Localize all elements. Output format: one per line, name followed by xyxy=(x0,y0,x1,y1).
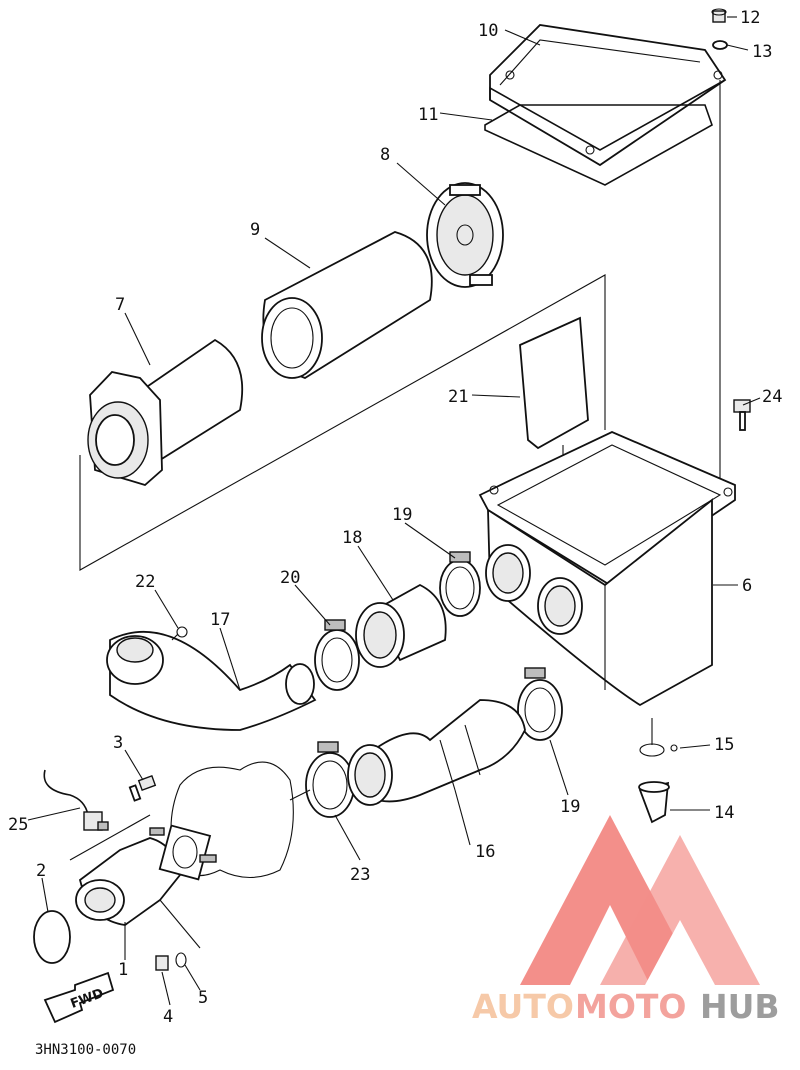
label-2: 2 xyxy=(36,861,46,881)
label-3: 3 xyxy=(113,733,123,753)
label-6: 6 xyxy=(742,576,752,596)
joint-nut xyxy=(155,955,169,971)
label-4: 4 xyxy=(163,1007,173,1027)
label-12: 12 xyxy=(740,8,760,28)
label-21: 21 xyxy=(448,387,468,407)
airbox-bolt xyxy=(733,399,751,431)
part-labels: 10 11 12 13 8 9 7 21 24 6 19 18 20 22 17… xyxy=(8,8,782,1027)
watermark-text: AUTO MOTO HUB xyxy=(472,987,780,1026)
label-15: 15 xyxy=(714,735,734,755)
label-18: 18 xyxy=(342,528,362,548)
intake-hose-lower xyxy=(347,699,526,806)
label-13: 13 xyxy=(752,42,772,62)
diagram-code: 3HN3100-0070 xyxy=(35,1042,136,1058)
watermark-moto: MOTO xyxy=(575,987,686,1026)
outer-filter-element xyxy=(261,231,433,379)
label-19-lower: 19 xyxy=(560,797,580,817)
joint-sensor xyxy=(43,769,109,831)
watermark-hub: HUB xyxy=(700,987,780,1026)
drain-clip xyxy=(639,718,678,757)
hose-clip xyxy=(171,626,188,641)
label-10: 10 xyxy=(478,21,498,41)
clamp-20 xyxy=(314,619,360,691)
clamp-19-upper xyxy=(439,551,481,617)
label-24: 24 xyxy=(762,387,782,407)
label-5: 5 xyxy=(198,988,208,1008)
joint-sleeve xyxy=(355,583,447,668)
inner-filter-element xyxy=(87,338,244,487)
label-25: 25 xyxy=(8,815,28,835)
joint-spring-washer xyxy=(175,952,187,968)
label-20: 20 xyxy=(280,568,300,588)
clamp-19-lower xyxy=(517,667,563,741)
cover-screw xyxy=(711,8,727,23)
label-23: 23 xyxy=(350,865,370,885)
fwd-arrow: FWD xyxy=(43,971,115,1024)
o-ring xyxy=(33,910,71,964)
label-1: 1 xyxy=(118,960,128,980)
group-frame-line xyxy=(79,274,606,571)
leader-lines xyxy=(27,16,761,1006)
label-9: 9 xyxy=(250,220,260,240)
watermark-logo xyxy=(520,815,760,985)
clamp-23 xyxy=(305,741,355,818)
cover-gasket xyxy=(484,104,713,186)
label-14: 14 xyxy=(714,803,734,823)
joint-bolt xyxy=(128,775,157,802)
airbox-body xyxy=(478,431,736,707)
filter-end-cap xyxy=(426,182,504,288)
watermark-auto: AUTO xyxy=(472,987,574,1026)
cover-washer xyxy=(712,40,728,50)
label-19-upper: 19 xyxy=(392,505,412,525)
airbox-cover xyxy=(489,24,727,167)
label-7: 7 xyxy=(115,295,125,315)
intake-hose-upper xyxy=(106,631,317,731)
carburetor-joint xyxy=(75,824,217,926)
label-22: 22 xyxy=(135,572,155,592)
label-8: 8 xyxy=(380,145,390,165)
label-11: 11 xyxy=(418,105,438,125)
label-17: 17 xyxy=(210,610,230,630)
label-16: 16 xyxy=(475,842,495,862)
drain-cap xyxy=(638,781,670,824)
